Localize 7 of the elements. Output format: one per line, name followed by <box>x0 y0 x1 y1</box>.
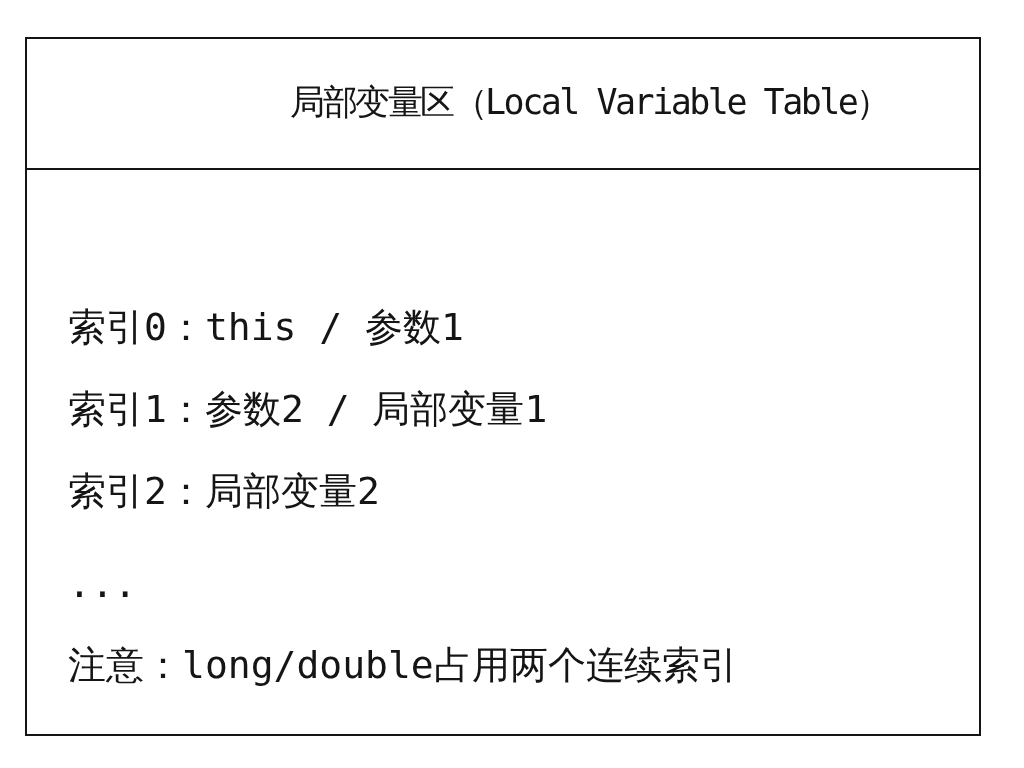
note-text: 注意：long/double占用两个连续索引 <box>68 643 738 687</box>
table-box <box>25 37 981 736</box>
table-entry: 索引1：参数2 / 局部变量1 <box>68 387 548 431</box>
ellipsis-text: ... <box>68 562 137 606</box>
table-heading: 局部变量区（Local Variable Table） <box>290 82 889 122</box>
table-entry: 索引0：this / 参数1 <box>68 305 464 349</box>
table-entry: 索引2：局部变量2 <box>68 469 380 513</box>
